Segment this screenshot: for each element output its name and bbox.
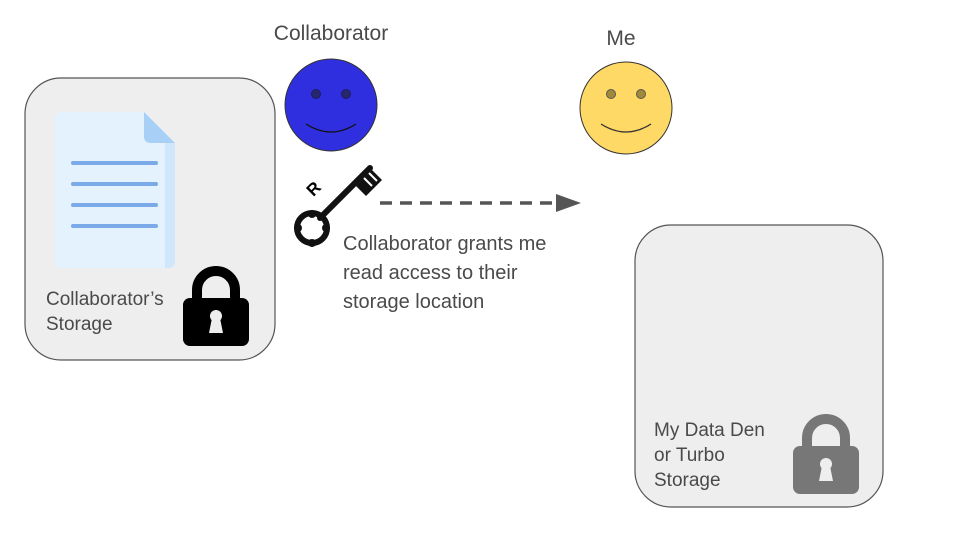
- me-label: Me: [606, 27, 635, 50]
- collaborator-avatar: [284, 58, 378, 152]
- lock-icon: [183, 266, 249, 346]
- my-storage-label: My Data Den or Turbo Storage: [654, 420, 770, 491]
- lock-icon: [793, 414, 859, 494]
- collaborator-storage: Collaborator’s Storage: [24, 77, 276, 361]
- my-storage: My Data Den or Turbo Storage: [634, 224, 884, 508]
- grant-caption: Collaborator grants me read access to th…: [343, 233, 552, 313]
- key-permission-letter: R: [303, 178, 325, 200]
- document-icon: [54, 112, 175, 268]
- me-avatar: [579, 61, 673, 155]
- collaborator-label: Collaborator: [274, 22, 388, 45]
- collaborator-storage-label: Collaborator’s Storage: [46, 289, 169, 335]
- grant-arrow: [380, 194, 581, 212]
